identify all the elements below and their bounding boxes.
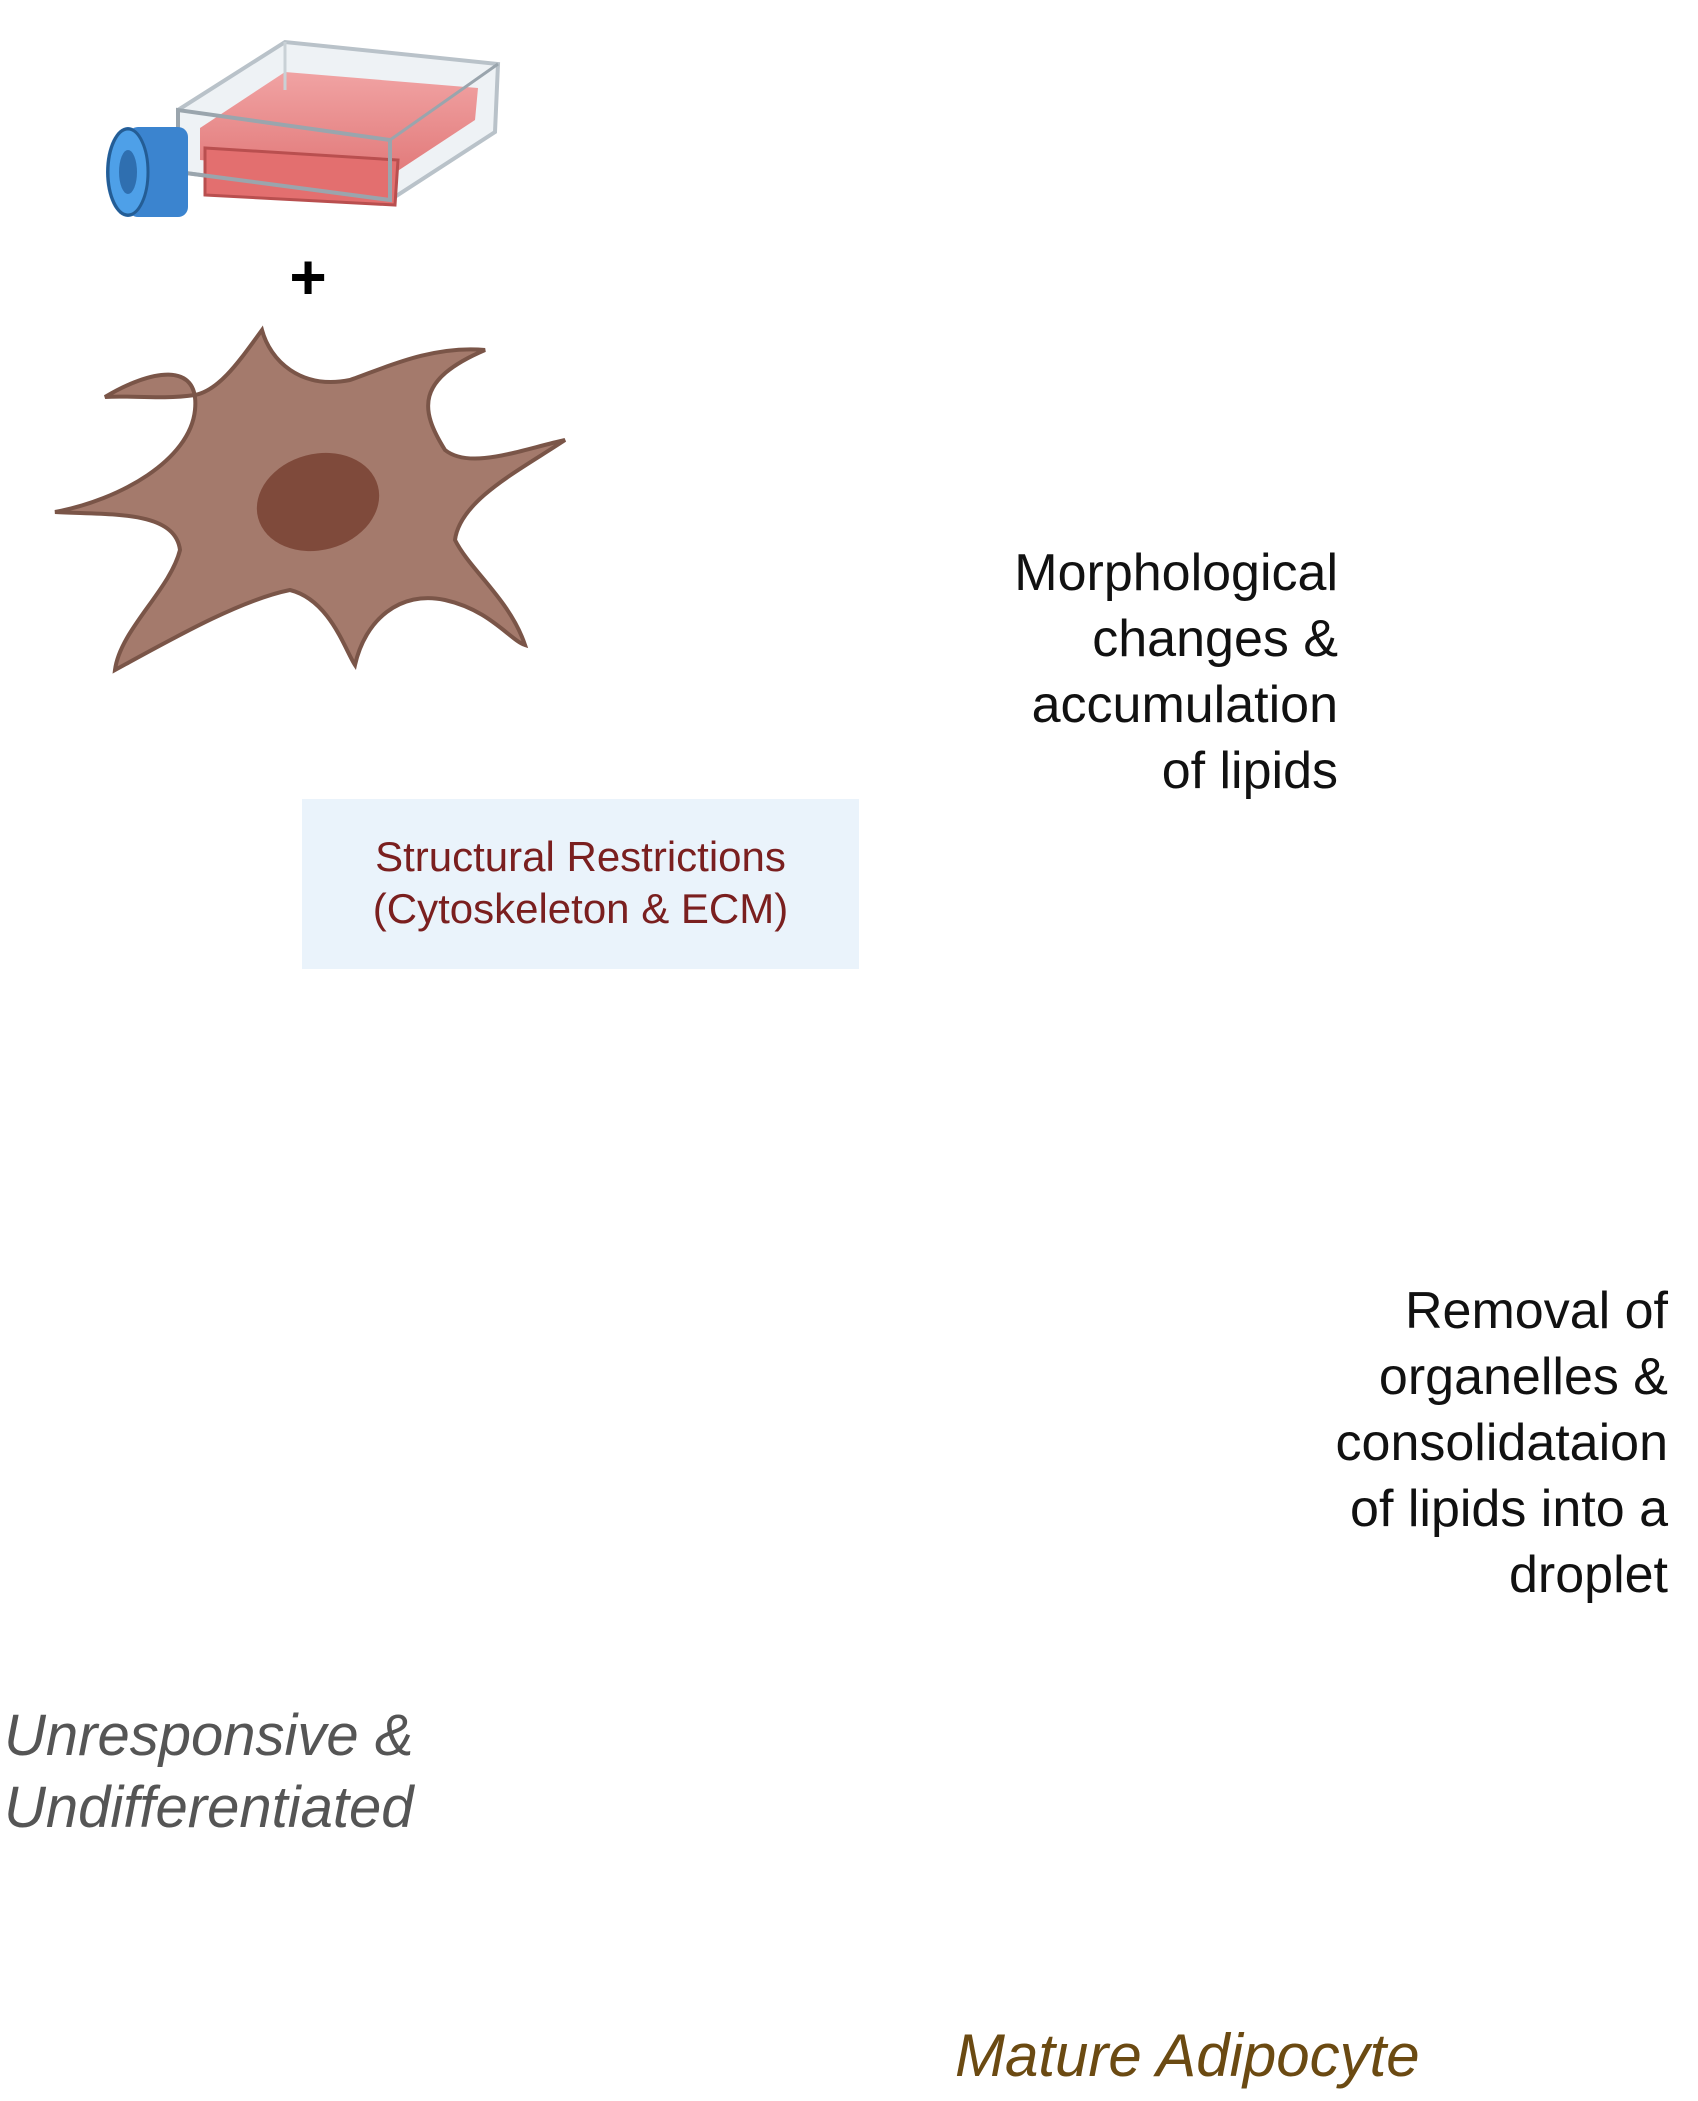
label-line: Removal of [1405, 1282, 1668, 1340]
label-line: changes & [1092, 610, 1338, 668]
label-line: of lipids into a [1350, 1480, 1668, 1538]
restriction-line-2: (Cytoskeleton & ECM) [372, 885, 789, 932]
label-line: organelles & [1378, 1348, 1668, 1406]
stem-cell-icon [54, 325, 567, 674]
label-line: Undifferentiated [4, 1775, 414, 1840]
label-line: droplet [1509, 1546, 1668, 1604]
morphological-changes-label: Morphological changes & accumulation of … [1014, 540, 1338, 804]
culture-flask-icon [106, 39, 501, 217]
structural-restrictions-box: Structural Restrictions (Cytoskeleton & … [302, 799, 859, 969]
organelle-removal-label: Removal of organelles & consolidataion o… [1336, 1278, 1668, 1608]
undifferentiated-outcome-label: Unresponsive & Undifferentiated [4, 1700, 504, 1844]
label-line: accumulation [1031, 676, 1338, 734]
label-line: consolidataion [1335, 1414, 1668, 1472]
label-line: of lipids [1161, 742, 1338, 800]
label-line: Unresponsive & [4, 1703, 414, 1768]
plus-sign: + [289, 241, 327, 313]
label-line: Morphological [1014, 544, 1338, 602]
restriction-line-1: Structural Restrictions [375, 833, 786, 880]
mature-adipocyte-label: Mature Adipocyte [955, 2022, 1420, 2089]
